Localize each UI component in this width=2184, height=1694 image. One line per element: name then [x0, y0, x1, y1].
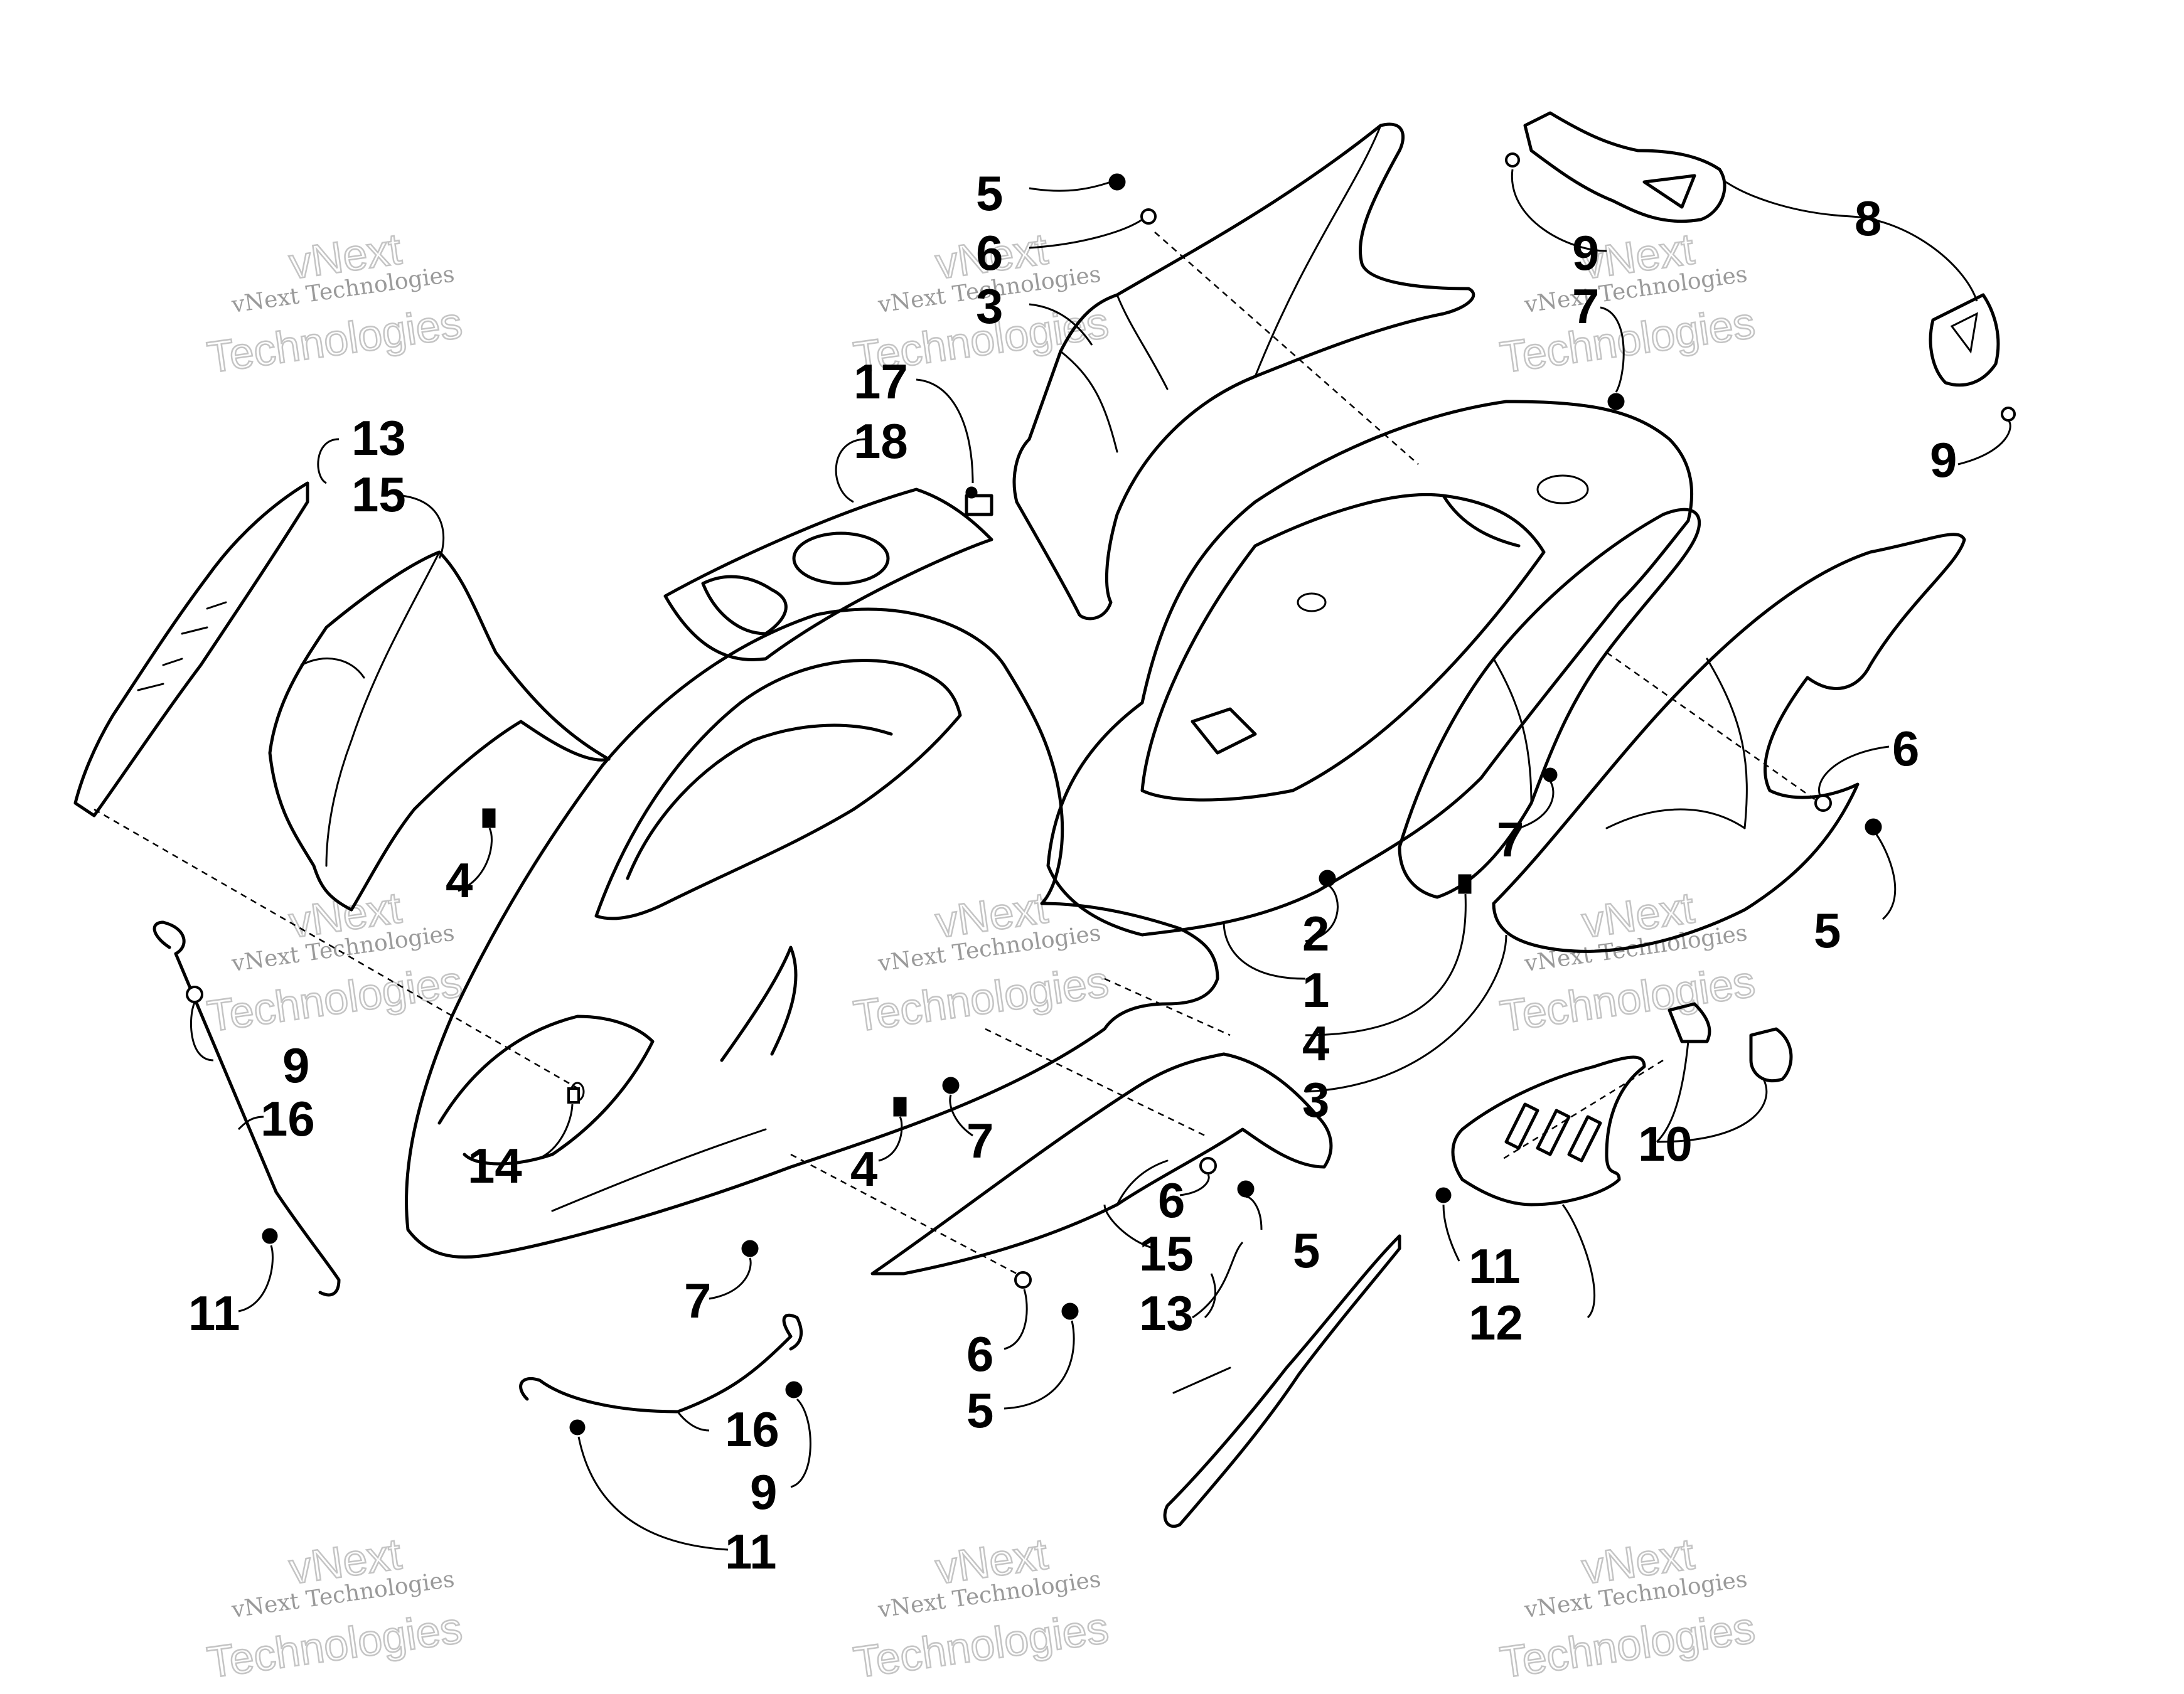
callout-labels: 5 6 3 17 18 13 15 9 7 8 9 6 7 5 2 1 4 3 … — [188, 166, 1957, 1579]
callout-1: 1 — [1302, 962, 1329, 1018]
callout-6: 6 — [1158, 1173, 1185, 1228]
callout-8: 8 — [1855, 191, 1882, 246]
callout-10: 10 — [1638, 1116, 1693, 1171]
bottom-grab-rail — [519, 1313, 803, 1414]
right-vented-panel — [1451, 1055, 1646, 1207]
callout-9: 9 — [282, 1038, 309, 1093]
tray-fastener — [965, 494, 993, 516]
right-fender-flare — [1492, 533, 1966, 953]
watermark-bottom-center: vNext Technologies vNext Technologies — [850, 1528, 1112, 1688]
callout-4: 4 — [446, 853, 473, 908]
leader-lines — [190, 169, 2011, 1551]
front-hood-body — [405, 607, 1219, 1259]
callout-15: 15 — [1139, 1226, 1194, 1281]
left-grab-rail — [153, 920, 341, 1297]
callout-12: 12 — [1469, 1295, 1523, 1350]
watermark-bottom-left: vNext Technologies vNext Technologies — [203, 1528, 466, 1688]
left-wind-deflector — [73, 481, 309, 818]
front-left-upper-panel — [268, 550, 611, 912]
watermark-top-right: vNext Technologies vNext Technologies — [1496, 223, 1758, 383]
rear-seat-cover — [1012, 122, 1475, 621]
callout-14: 14 — [468, 1138, 522, 1193]
callout-5: 5 — [1814, 903, 1841, 958]
callout-5: 5 — [976, 166, 1003, 221]
watermark-bottom-right: vNext Technologies vNext Technologies — [1496, 1528, 1758, 1688]
callout-18: 18 — [854, 413, 908, 469]
front-storage-tray — [663, 487, 993, 661]
callout-9: 9 — [1572, 225, 1599, 280]
front-right-lower-panel — [870, 1052, 1333, 1276]
callout-4: 4 — [1302, 1016, 1329, 1071]
panel-clips — [1667, 1002, 1793, 1083]
callout-3: 3 — [976, 279, 1003, 334]
callout-9: 9 — [1930, 432, 1957, 487]
callout-7: 7 — [966, 1113, 993, 1168]
callout-3: 3 — [1302, 1072, 1329, 1127]
callout-9: 9 — [750, 1464, 777, 1520]
watermark-mid-right: vNext Technologies vNext Technologies — [1496, 882, 1758, 1041]
callout-16: 16 — [260, 1091, 315, 1146]
callout-5: 5 — [1293, 1223, 1320, 1278]
callout-6: 6 — [1892, 721, 1919, 776]
callout-7: 7 — [684, 1273, 711, 1328]
callout-17: 17 — [854, 354, 908, 409]
callout-11: 11 — [725, 1524, 776, 1579]
callout-2: 2 — [1302, 906, 1329, 961]
watermark-mid-left: vNext Technologies vNext Technologies — [203, 882, 466, 1041]
callout-11: 11 — [1469, 1239, 1520, 1294]
callout-13: 13 — [1139, 1286, 1194, 1341]
rear-right-side-panel — [1398, 508, 1701, 899]
callout-7: 7 — [1572, 279, 1599, 334]
right-wind-deflector — [1163, 1234, 1401, 1528]
callout-13: 13 — [351, 410, 406, 466]
callout-4: 4 — [850, 1141, 877, 1196]
callout-11: 11 — [188, 1286, 240, 1341]
callout-6: 6 — [976, 225, 1003, 280]
callout-15: 15 — [351, 467, 406, 522]
callout-16: 16 — [725, 1402, 779, 1457]
rear-bracket — [1523, 111, 2000, 387]
rear-fender-body — [1046, 400, 1694, 937]
callout-5: 5 — [966, 1383, 993, 1438]
assembly-guide-lines — [94, 232, 1821, 1275]
callout-7: 7 — [1497, 812, 1524, 867]
callout-6: 6 — [966, 1326, 993, 1382]
watermark-top-left: vNext Technologies vNext Technologies — [203, 223, 466, 383]
